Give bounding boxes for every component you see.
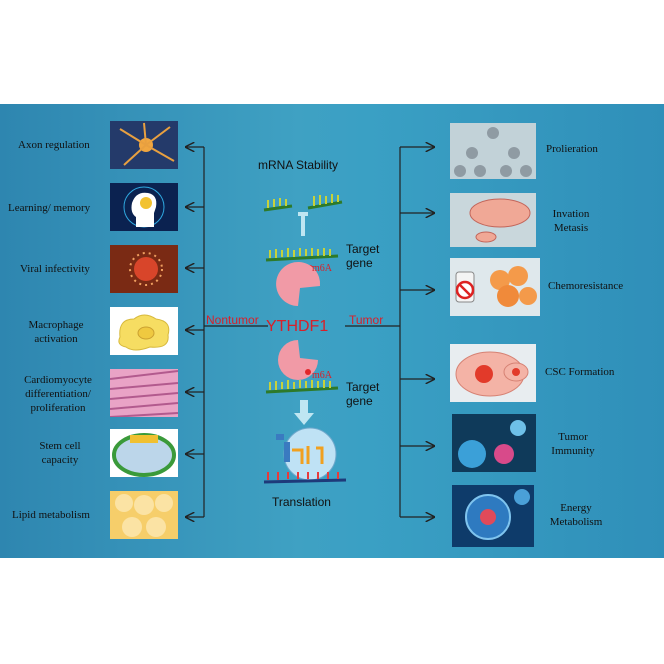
nontumor-branch-label: Nontumor xyxy=(206,313,259,327)
label-chemoresistance: Chemoresistance xyxy=(548,280,624,292)
ythdf1-label: YTHDF1 xyxy=(266,318,329,335)
label-proliferation: Prolieration xyxy=(546,143,598,155)
label-axon-regulation: Axon regulation xyxy=(18,139,90,151)
translation-title: Translation xyxy=(272,495,331,509)
label-learning-memory: Learning/ memory xyxy=(8,202,91,214)
tumor-branch-label: Tumor xyxy=(349,313,384,327)
mrna-fragments-icon xyxy=(263,194,343,236)
neuron-image xyxy=(110,121,178,169)
energy-metabolism-image xyxy=(452,485,534,547)
ribosome-translation-icon xyxy=(263,427,347,484)
invasion-image xyxy=(450,193,536,247)
m6a-bottom-label: m6A xyxy=(312,370,332,381)
chemoresistance-image xyxy=(450,258,540,316)
label-viral-infectivity: Viral infectivity xyxy=(20,263,90,275)
adipocyte-image xyxy=(110,491,178,539)
label-csc-formation: CSC Formation xyxy=(545,366,615,378)
m6a-top-label: m6A xyxy=(312,263,332,274)
virus-image xyxy=(110,245,178,293)
mrna-stability-title: mRNA Stability xyxy=(258,158,339,172)
tumor-immunity-image xyxy=(452,414,536,472)
down-arrow-icon xyxy=(294,400,314,425)
csc-formation-image xyxy=(450,344,536,402)
proliferation-image xyxy=(450,123,536,179)
stem-cell-image xyxy=(110,429,178,477)
brain-head-image xyxy=(110,183,178,231)
label-lipid-metabolism: Lipid metabolism xyxy=(12,509,90,521)
reader-bottom-icon xyxy=(265,340,339,394)
reader-top-icon xyxy=(265,248,339,306)
macrophage-image xyxy=(110,307,178,355)
cardiomyocyte-image xyxy=(110,369,178,417)
